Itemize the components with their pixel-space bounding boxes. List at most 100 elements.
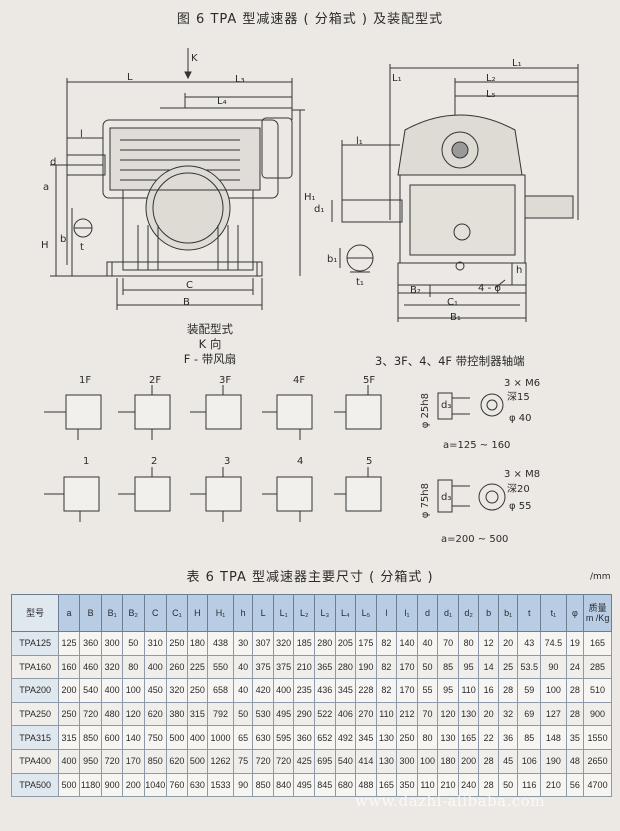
table-cell: 50 (232, 701, 254, 727)
table-cell: 53.5 (517, 654, 542, 680)
table-cell: 82 (375, 631, 398, 656)
table-cell: 900 (101, 772, 123, 798)
column-header: L (252, 594, 274, 632)
table-cell: 1180 (78, 772, 103, 798)
dim-L: L (127, 72, 133, 83)
table-cell: 180 (437, 748, 459, 774)
table-cell: 375 (272, 654, 295, 680)
table-cell: 630 (252, 725, 274, 750)
watermark: www.dazhi-alibaba.com (355, 792, 546, 810)
table-cell: 900 (583, 701, 612, 727)
table-cell: 82 (375, 654, 398, 680)
table-cell: 300 (396, 748, 418, 774)
table-cell: 850 (252, 772, 274, 798)
table-cell: 307 (252, 631, 274, 656)
dim-l1: l₁ (356, 136, 363, 147)
table-cell: 205 (334, 631, 357, 656)
column-header: l (375, 594, 398, 632)
column-header: L₄ (334, 594, 357, 632)
dim-b: b (60, 234, 67, 245)
model-cell: TPA250 (10, 701, 60, 727)
table-cell: 720 (272, 748, 295, 774)
table-cell: 600 (101, 725, 123, 750)
table-cell: 250 (396, 725, 418, 750)
table-cell: 28 (565, 701, 585, 727)
table-cell: 540 (334, 748, 357, 774)
column-header: φ (565, 594, 585, 632)
table-cell: 16 (478, 678, 499, 703)
table-cell: 12 (478, 631, 499, 656)
column-header: t (517, 594, 542, 632)
assembly-label-4F: 4F (293, 375, 306, 386)
table-cell: 70 (437, 631, 459, 656)
model-cell: TPA500 (10, 772, 60, 798)
figure-title: 图 6 TPA 型减速器 ( 分箱式 ) 及装配型式 (176, 12, 444, 27)
table-cell: 90 (540, 654, 567, 680)
column-header: d₁ (437, 594, 459, 632)
table-cell: 4700 (583, 772, 612, 798)
table-cell: 56 (565, 772, 585, 798)
table-cell: 212 (396, 701, 418, 727)
table-cell: 28 (478, 748, 499, 774)
table-cell: 400 (101, 678, 123, 703)
table-cell: 22 (478, 725, 499, 750)
table-cell: 315 (186, 701, 209, 727)
table-cell: 35 (565, 725, 585, 750)
table-cell: 185 (293, 631, 316, 656)
table-cell: 55 (416, 678, 439, 703)
assembly-label-2F: 2F (149, 375, 162, 386)
table-cell: 436 (314, 678, 336, 703)
table-cell: 210 (293, 654, 316, 680)
table-cell: 125 (58, 631, 80, 656)
table-cell: 620 (143, 701, 168, 727)
column-header: L₅ (355, 594, 377, 632)
table-cell: 95 (457, 654, 480, 680)
table-cell: 320 (272, 631, 295, 656)
table-cell: 48 (565, 748, 585, 774)
table-cell: 40 (416, 631, 439, 656)
dim-C1: C₁ (447, 297, 458, 308)
table-cell: 280 (314, 631, 336, 656)
table-cell: 80 (457, 631, 480, 656)
table-cell: 460 (78, 654, 103, 680)
ctrl-large-d3: d₃ (441, 492, 452, 503)
table-cell: 450 (143, 678, 168, 703)
table-cell: 32 (497, 701, 519, 727)
table-cell: 250 (166, 631, 188, 656)
table-cell: 285 (583, 654, 612, 680)
table-cell: 170 (121, 748, 145, 774)
table-title: 表 6 TPA 型减速器主要尺寸 ( 分箱式 ) (186, 570, 434, 585)
column-header: B₁ (101, 594, 123, 632)
table-cell: 500 (58, 772, 80, 798)
dim-L3: L₃ (235, 74, 245, 85)
table-cell: 510 (583, 678, 612, 703)
table-cell: 492 (334, 725, 357, 750)
table-cell: 165 (375, 772, 398, 798)
table-cell: 180 (186, 631, 209, 656)
table-cell: 170 (396, 654, 418, 680)
table-cell: 190 (355, 654, 377, 680)
ctrl-small-dia: φ 25h8 (420, 393, 431, 429)
table-cell: 110 (416, 772, 439, 798)
dim-t1: t₁ (356, 277, 364, 288)
table-cell: 210 (540, 772, 567, 798)
ctrl-large-dia: φ 75h8 (420, 483, 431, 519)
column-header: b₁ (497, 594, 519, 632)
table-cell: 59 (517, 678, 542, 703)
table-cell: 530 (252, 701, 274, 727)
table-cell: 658 (207, 678, 234, 703)
table-cell: 175 (355, 631, 377, 656)
reducer-drawing (44, 48, 579, 522)
table-cell: 130 (457, 701, 480, 727)
dim-d1: d₁ (314, 204, 325, 215)
table-cell: 500 (166, 725, 188, 750)
table-cell: 106 (517, 748, 542, 774)
table-cell: 28 (497, 678, 519, 703)
assembly-label-4: 4 (297, 456, 304, 467)
assembly-label-5F: 5F (363, 375, 376, 386)
table-cell: 80 (416, 725, 439, 750)
ctrl-large-spec2: 深20 (507, 484, 530, 495)
table-cell: 200 (121, 772, 145, 798)
dim-K: K (191, 53, 198, 64)
